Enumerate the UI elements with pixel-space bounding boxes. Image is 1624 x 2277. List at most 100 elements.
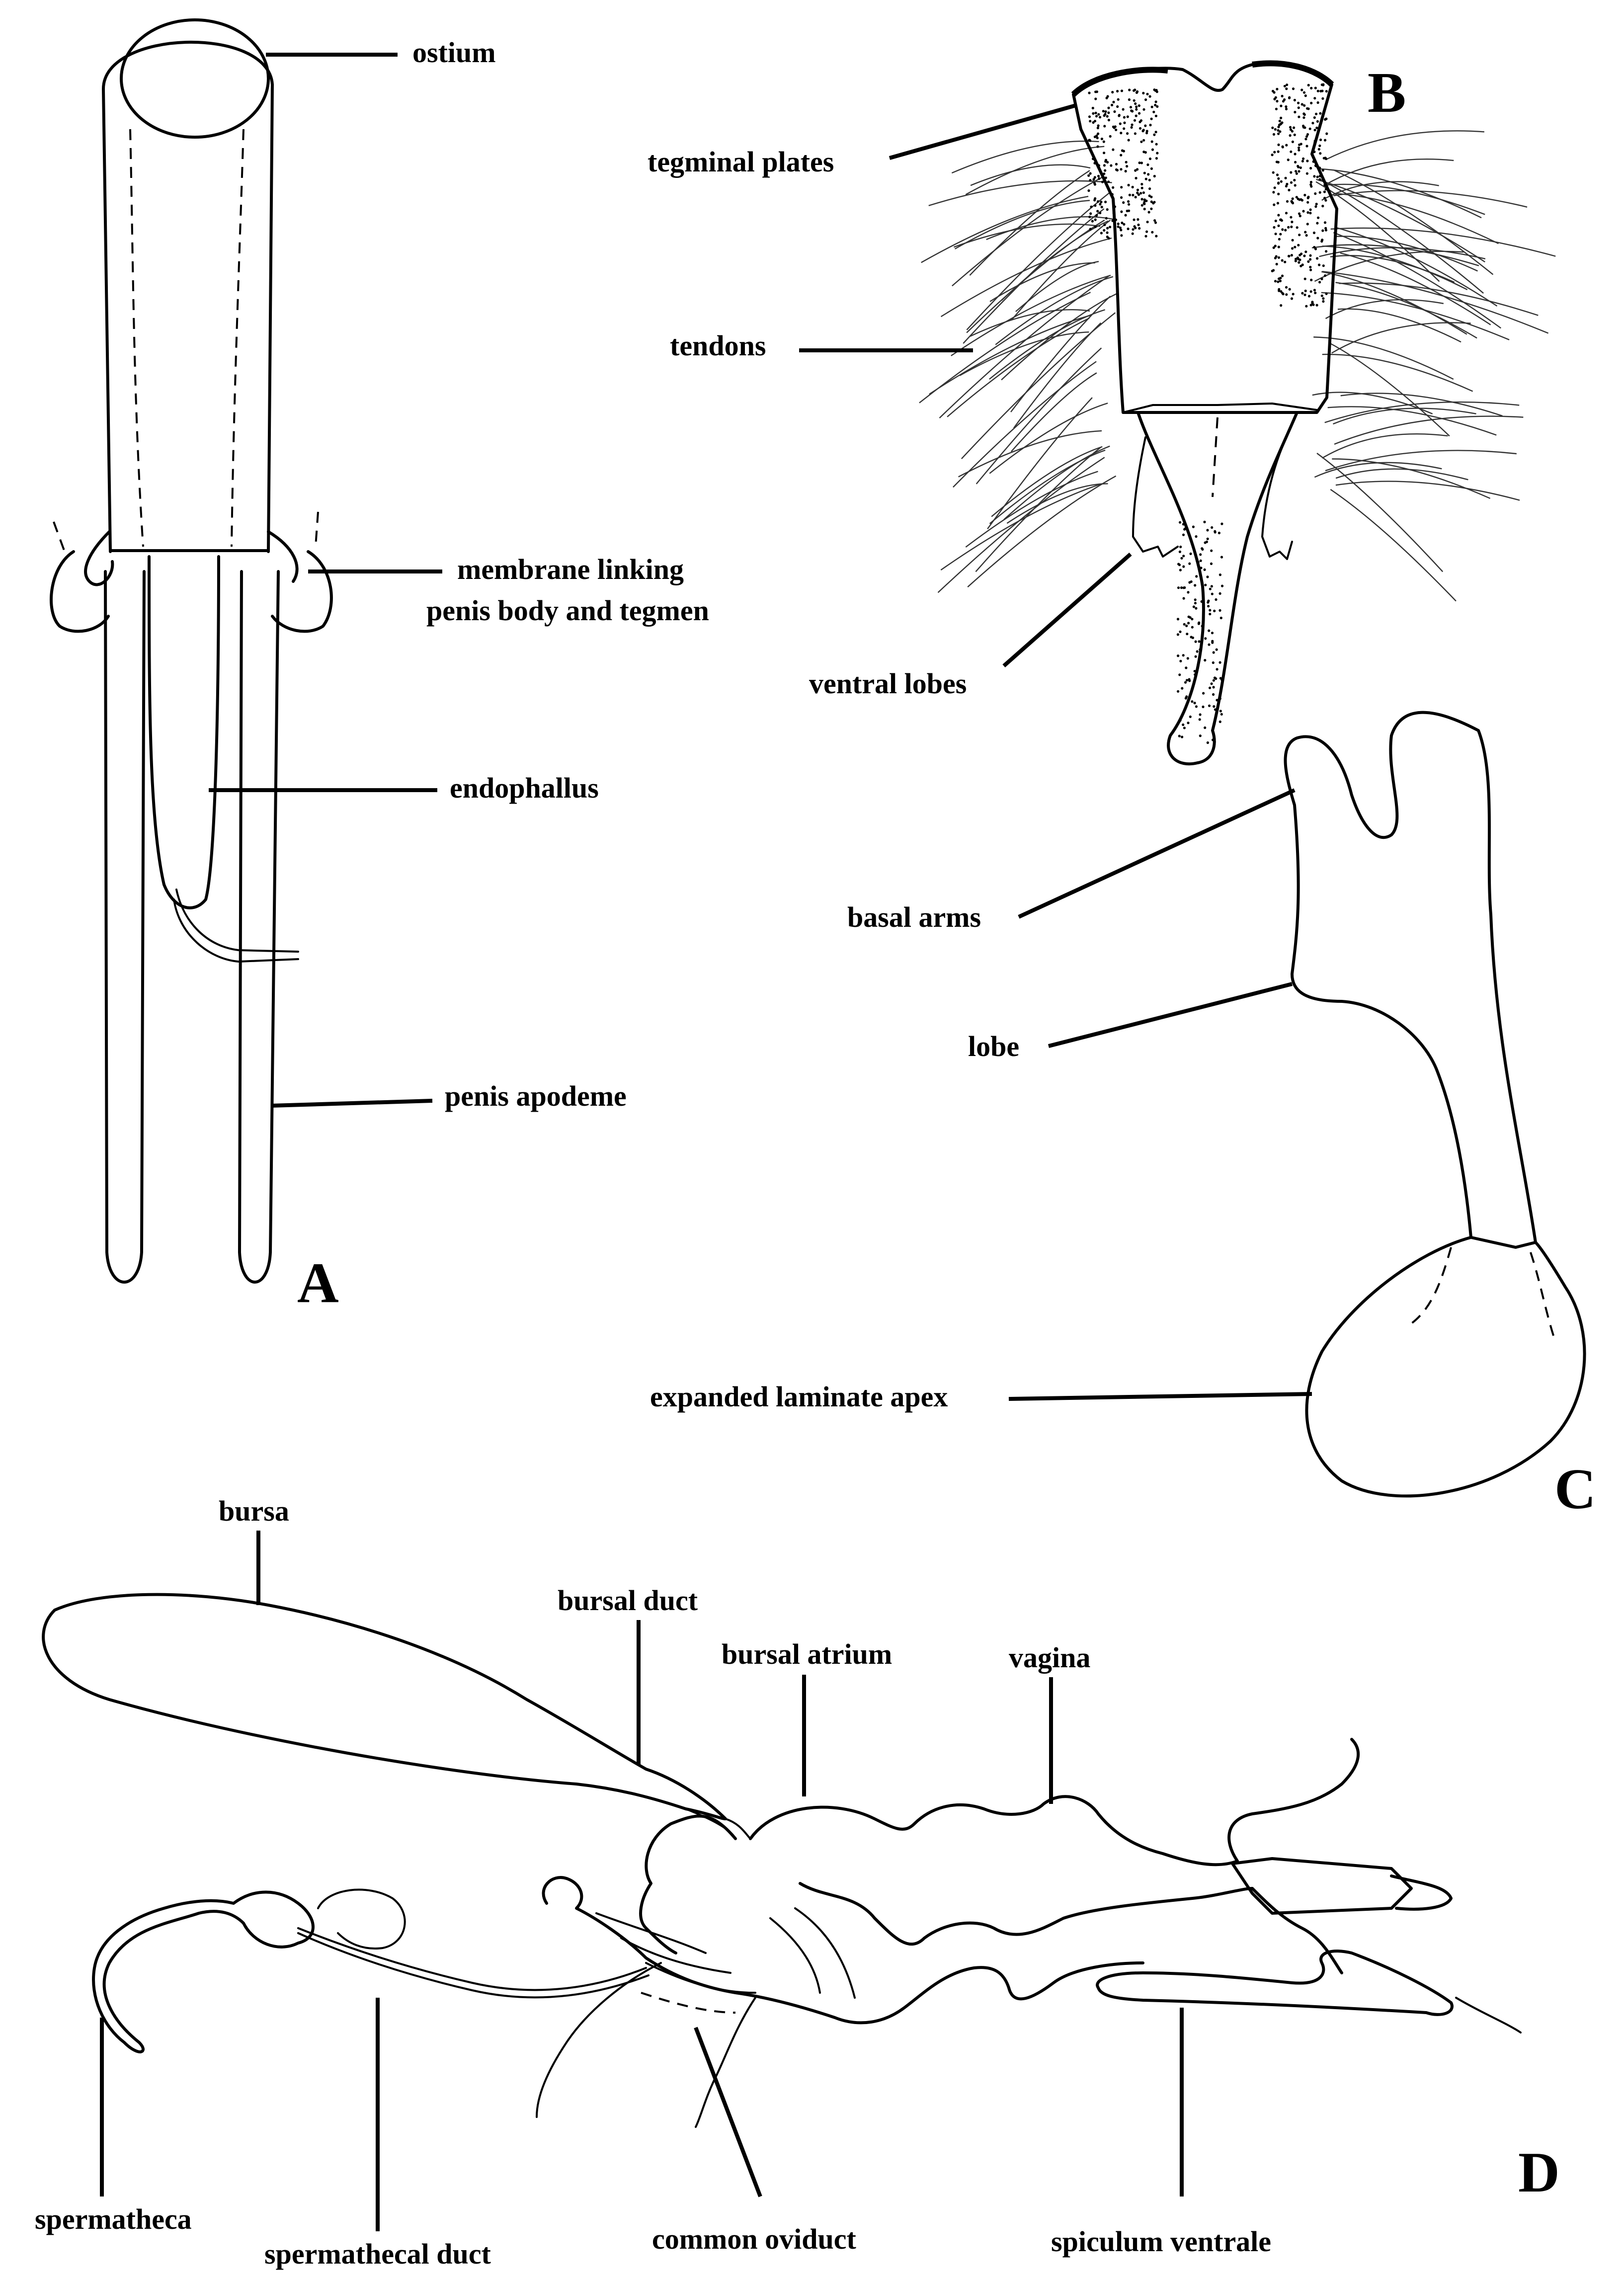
stipple-dot	[1184, 681, 1187, 684]
stipple-dot	[1318, 281, 1321, 284]
spiculum-ventrale-outline	[1096, 1950, 1454, 2016]
stipple-dot	[1210, 549, 1213, 552]
stipple-dot	[1155, 90, 1158, 93]
tendon-fiber	[952, 176, 1103, 287]
stipple-dot	[1096, 210, 1099, 213]
stipple-dot	[1154, 103, 1157, 107]
stipple-dot	[1131, 232, 1134, 235]
stipple-dot	[1280, 104, 1283, 107]
stipple-dot	[1321, 97, 1324, 100]
tendon-fiber	[1316, 453, 1444, 572]
stipple-dot	[1281, 274, 1284, 277]
tegmen-basal-suture	[1122, 403, 1318, 413]
stipple-dot	[1182, 523, 1185, 526]
stipple-dot	[1121, 221, 1124, 225]
label-ventral-lobes: ventral lobes	[809, 667, 967, 700]
laminate-apex-outline	[1305, 1236, 1586, 1498]
stipple-dot	[1099, 211, 1102, 215]
stipple-dot	[1309, 258, 1312, 261]
stipple-dot	[1276, 100, 1279, 103]
stipple-dot	[1186, 657, 1189, 660]
stipple-dot	[1087, 189, 1090, 192]
stipple-dot	[1218, 697, 1221, 700]
stipple-dot	[1285, 144, 1288, 147]
stipple-dot	[1140, 183, 1143, 186]
stipple-dot	[1191, 626, 1194, 629]
stipple-dot	[1188, 562, 1191, 565]
stipple-dot	[1325, 132, 1328, 135]
tendon-fiber	[1322, 353, 1473, 392]
stipple-dot	[1290, 216, 1293, 219]
label-tendons: tendons	[670, 329, 766, 362]
stipple-dot	[1202, 705, 1205, 708]
stipple-dot	[1111, 193, 1114, 196]
ostium-opening	[120, 18, 270, 139]
stipple-dot	[1213, 740, 1216, 743]
stipple-dot	[1273, 97, 1276, 100]
stipple-dot	[1093, 199, 1096, 202]
penis-apodeme-right	[238, 570, 280, 1284]
stipple-dot	[1299, 166, 1302, 169]
stipple-dot	[1097, 113, 1100, 116]
stipple-dot	[1130, 109, 1133, 112]
tendon-fiber	[1321, 181, 1439, 201]
stipple-dot	[1218, 609, 1221, 612]
stipple-dot	[1297, 244, 1300, 246]
tendon-fiber	[937, 457, 1105, 593]
stipple-dot	[1322, 264, 1325, 267]
stipple-dot	[1314, 291, 1317, 295]
stipple-dot	[1294, 245, 1297, 248]
stipple-dot	[1311, 301, 1314, 304]
stipple-dot	[1199, 734, 1202, 737]
label-endophallus: endophallus	[450, 772, 599, 804]
stipple-dot	[1128, 88, 1131, 91]
stipple-dot	[1313, 150, 1316, 154]
stipple-dot	[1291, 201, 1294, 204]
stipple-dot	[1212, 693, 1215, 696]
stipple-dot	[1277, 214, 1280, 217]
stipple-dot	[1307, 195, 1310, 198]
stipple-dot	[1120, 234, 1123, 237]
tendon-fiber	[1330, 488, 1457, 602]
stipple-dot	[1094, 218, 1097, 221]
stipple-dot	[1208, 704, 1211, 707]
vaginal-apex-outline	[1227, 1738, 1360, 1974]
stipple-dot	[1299, 215, 1301, 218]
stipple-dot	[1320, 240, 1323, 243]
tendon-fiber	[1324, 401, 1520, 423]
stipple-dot	[1279, 279, 1282, 283]
stipple-dot	[1134, 102, 1137, 105]
stipple-dot	[1281, 292, 1284, 295]
inner-ridge-left	[129, 129, 144, 547]
tendon-fiber	[1322, 271, 1549, 334]
stipple-dot	[1095, 214, 1098, 217]
stipple-dot	[1212, 725, 1215, 728]
stipple-dot	[1209, 613, 1212, 616]
panel-a: ostium membrane linking penis body and t…	[50, 18, 709, 1315]
stipple-dot	[1194, 584, 1197, 587]
stipple-dot	[1154, 221, 1157, 224]
stipple-dot	[1313, 289, 1316, 292]
stipple-dot	[1089, 212, 1092, 215]
stipple-dot	[1206, 741, 1209, 744]
stipple-dot	[1302, 157, 1305, 160]
stipple-dot	[1119, 226, 1122, 230]
spiculum-hair	[1455, 1997, 1522, 2033]
stipple-dot	[1194, 673, 1197, 676]
stipple-dot	[1274, 233, 1277, 236]
tendon-fiber	[1333, 407, 1476, 425]
stipple-dot	[1155, 157, 1158, 160]
stipple-dot	[1135, 105, 1138, 108]
stipple-dot	[1288, 288, 1291, 291]
stipple-dot	[1313, 142, 1316, 145]
stipple-dot	[1088, 115, 1091, 118]
stipple-dot	[1308, 127, 1311, 130]
endophallus-duct	[173, 889, 299, 963]
stipple-right	[1271, 83, 1328, 308]
stipple-dot	[1322, 83, 1325, 86]
stipple-dot	[1300, 88, 1303, 91]
stipple-dot	[1135, 114, 1137, 117]
label-basal-arms: basal arms	[847, 901, 981, 933]
tendon-fiber	[1316, 178, 1485, 263]
label-membrane-line2: penis body and tegmen	[426, 594, 709, 627]
